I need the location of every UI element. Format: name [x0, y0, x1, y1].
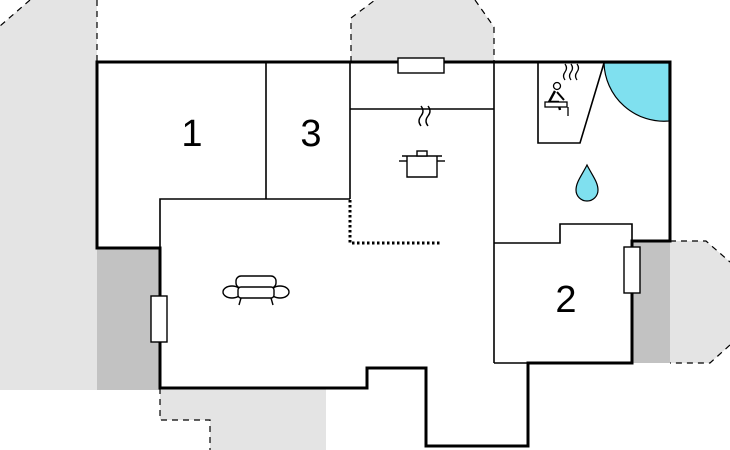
- terrace-top-bay-border: [350, 0, 495, 62]
- sauna-person-icon: [544, 63, 580, 116]
- building-floor: [97, 62, 670, 446]
- terrace-top-bay: [351, 0, 494, 62]
- water-drop-icon: [575, 163, 599, 202]
- room-label-1: 1: [181, 113, 202, 155]
- cooking-pot-icon: [399, 105, 445, 178]
- terrace-left: [97, 248, 160, 390]
- room-label-2: 2: [555, 279, 576, 321]
- outdoor-area-left-border: [0, 0, 98, 62]
- interior-walls: [159, 62, 633, 364]
- exterior-wall: [95, 60, 672, 448]
- window-left: [150, 295, 168, 343]
- terrace-right-bay-border: [670, 240, 730, 364]
- sofa-icon: [222, 275, 290, 306]
- room-label-3: 3: [300, 113, 321, 155]
- window-top: [397, 57, 445, 74]
- window-right: [623, 246, 641, 294]
- terrace-bottom-border: [159, 388, 211, 450]
- terrace-bottom: [160, 388, 326, 450]
- terrace-right-bay: [670, 241, 730, 363]
- outdoor-area-left: [0, 0, 97, 390]
